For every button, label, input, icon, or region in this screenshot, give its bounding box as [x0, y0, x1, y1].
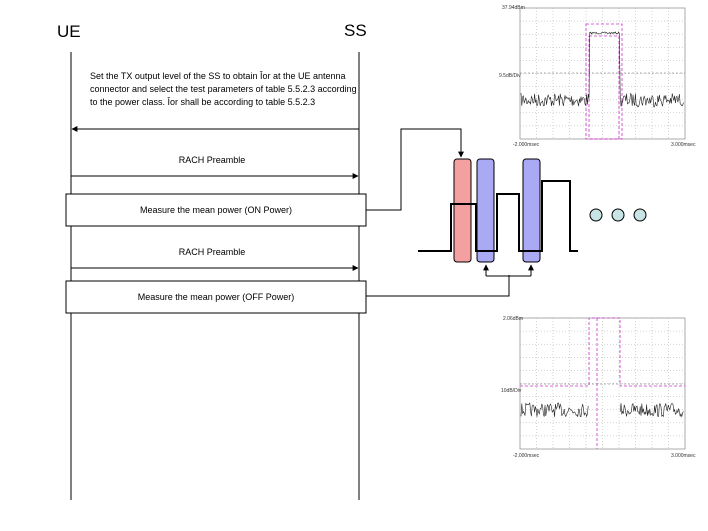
- scope-on-trace: [520, 31, 684, 108]
- continuation-dot-3: [633, 208, 647, 222]
- ss-label: SS: [344, 21, 367, 40]
- off-power-slot-1: [476, 158, 495, 263]
- scope-on-power: 37.94dBm 9.5dB/Div -2.000msec 3.000msec: [499, 5, 696, 148]
- rach-label-2: RACH Preamble: [179, 247, 246, 257]
- rach-label-1: RACH Preamble: [179, 155, 246, 165]
- scope-on-mask-inner: [588, 35, 620, 140]
- scope-on-ref: 37.94dBm: [502, 5, 525, 11]
- scope-off-x-start: -2.000msec: [513, 453, 540, 459]
- scope-off-trace-right: [619, 402, 684, 418]
- on-power-slot: [453, 158, 472, 263]
- measure-on-label: Measure the mean power (ON Power): [140, 205, 292, 215]
- scope-on-x-end: 3.000msec: [671, 142, 696, 148]
- scope-off-mask: [520, 317, 685, 387]
- power-waveform: [418, 180, 578, 252]
- continuation-dot-2: [611, 208, 625, 222]
- measure-off-box: [65, 280, 367, 314]
- scope-off-power: 2.06dBm 10dB/Div -2.000msec 3.000msec: [501, 316, 696, 459]
- setup-description: Set the TX output level of the SS to obt…: [90, 71, 357, 107]
- off-power-slot-2: [522, 158, 541, 263]
- scope-off-trace: [520, 402, 589, 418]
- continuation-dot-1: [589, 208, 603, 222]
- scope-on-x-start: -2.000msec: [513, 142, 540, 148]
- scope-off-scale: 10dB/Div: [501, 388, 522, 394]
- off-connector: [366, 275, 510, 297]
- scope-on-scale: 9.5dB/Div: [499, 73, 521, 79]
- scope-on-mask-outer: [585, 23, 623, 140]
- measure-off-label: Measure the mean power (OFF Power): [138, 292, 295, 302]
- ue-label: UE: [57, 22, 81, 41]
- scope-off-ref: 2.06dBm: [503, 316, 523, 322]
- on-connector: [366, 128, 464, 211]
- scope-off-x-end: 3.000msec: [671, 453, 696, 459]
